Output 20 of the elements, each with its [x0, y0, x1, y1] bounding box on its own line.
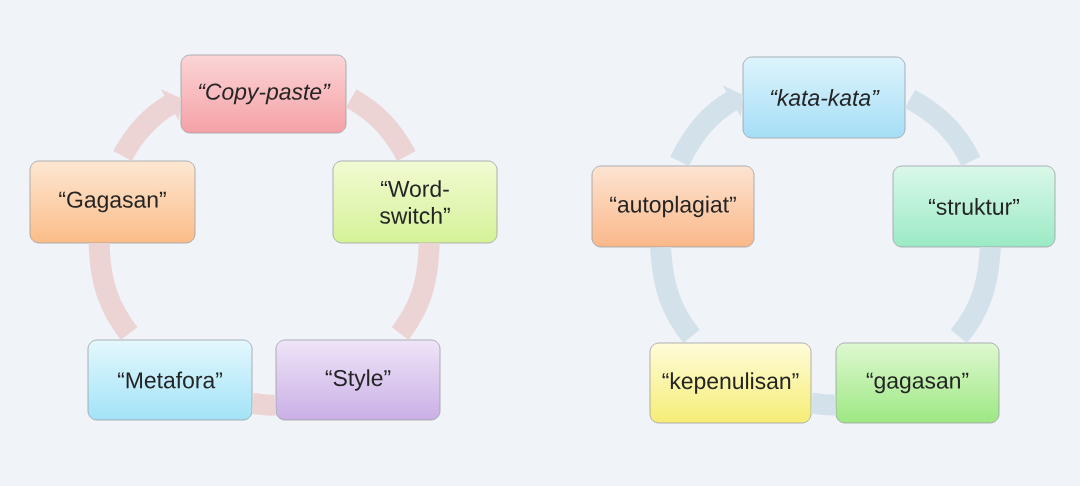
step-box: “autoplagiat” — [591, 165, 755, 248]
cycle-arrow — [113, 89, 181, 162]
cycle-band — [650, 246, 700, 343]
step-box: “kepenulisan” — [649, 342, 812, 424]
step-box: “Word-switch” — [332, 160, 498, 244]
step-box: “Gagasan” — [29, 160, 196, 244]
cycle-band — [345, 89, 416, 162]
cycle-band — [251, 393, 276, 416]
step-box: “Style” — [275, 339, 441, 421]
step-box: “Metafora” — [87, 339, 253, 421]
step-box: “Copy-paste” — [180, 54, 347, 134]
step-box: “struktur” — [892, 165, 1056, 248]
cycle-band — [950, 246, 1001, 343]
step-box: “gagasan” — [835, 342, 1000, 424]
cycle-band — [810, 392, 836, 416]
cycle-band — [904, 89, 981, 167]
cycle-band — [88, 242, 138, 340]
cycle-band — [391, 242, 440, 340]
step-box: “kata-kata” — [742, 56, 906, 139]
cycle-arrow — [670, 85, 743, 167]
